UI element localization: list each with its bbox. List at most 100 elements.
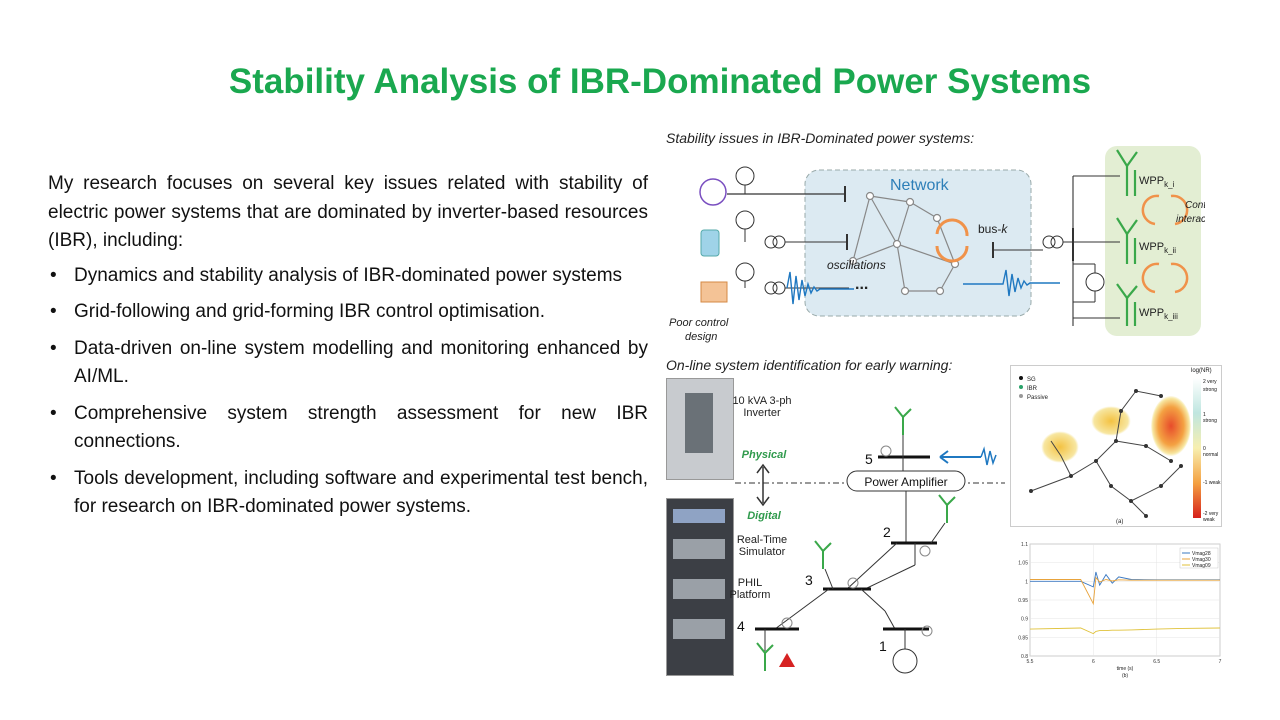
poor-control-label: Poor control bbox=[669, 317, 729, 329]
y-tick-label: 0.95 bbox=[1018, 598, 1028, 604]
bus-k-label: bus-k bbox=[978, 222, 1008, 236]
bullet-item: Tools development, including software an… bbox=[48, 465, 648, 522]
phil-label-line: PHIL bbox=[737, 577, 763, 589]
transformer-icon bbox=[1050, 235, 1064, 249]
map-node bbox=[1129, 499, 1133, 503]
ac-source-icon bbox=[735, 166, 755, 186]
digital-label: Digital bbox=[747, 510, 781, 522]
current-source-icon bbox=[1085, 272, 1105, 292]
network-node bbox=[932, 213, 942, 223]
monitor-icon bbox=[880, 445, 892, 457]
sync-generator-icon bbox=[699, 178, 727, 206]
legend-label: Vmag09 bbox=[1192, 563, 1211, 569]
chart-sublabel: (b) bbox=[1122, 673, 1128, 679]
series-line bbox=[1029, 627, 1221, 635]
colorbar-title: log(NR) bbox=[1191, 368, 1212, 374]
wpp-label: WPPk_ii bbox=[1139, 241, 1176, 255]
control-interactions-label: Control bbox=[1185, 200, 1205, 211]
rts-label-line: Real-Time bbox=[736, 534, 788, 546]
legend-label: SG bbox=[1027, 377, 1036, 383]
bullet-item: Comprehensive system strength assessment… bbox=[48, 400, 648, 457]
wind-turbine-icon bbox=[1116, 283, 1138, 326]
ellipsis-label: ... bbox=[855, 276, 868, 293]
colorbar-label: -1 weak bbox=[1203, 480, 1221, 486]
warning-icon bbox=[779, 653, 795, 667]
perturbation-wave-icon bbox=[980, 446, 997, 466]
oscillation-wave bbox=[786, 271, 854, 305]
x-tick-label: 6 bbox=[1092, 659, 1095, 665]
transformer-icon bbox=[1042, 235, 1056, 249]
y-tick-label: 0.85 bbox=[1018, 635, 1028, 641]
transformer-icon bbox=[764, 281, 778, 295]
network-graph bbox=[852, 195, 956, 292]
inverter-photo bbox=[666, 378, 734, 480]
y-tick-label: 1 bbox=[1025, 579, 1028, 585]
x-axis-label: time (s) bbox=[1117, 666, 1134, 672]
rts-label-line: Simulator bbox=[738, 546, 786, 558]
map-node bbox=[1159, 484, 1163, 488]
wind-turbine-icon bbox=[756, 642, 774, 671]
map-node bbox=[1069, 474, 1073, 478]
up-down-arrow-icon bbox=[756, 463, 770, 507]
stability-issues-diagram: Network oscillations ... Poor bbox=[669, 146, 1205, 343]
network-label: Network bbox=[890, 177, 950, 194]
y-tick-label: 1.1 bbox=[1021, 542, 1028, 548]
x-tick-label: 6.5 bbox=[1153, 659, 1160, 665]
control-interaction-arrows-icon bbox=[1141, 194, 1189, 294]
network-node bbox=[905, 197, 915, 207]
transformer-icon bbox=[764, 235, 778, 249]
map-node bbox=[1144, 444, 1148, 448]
power-amplifier-label: Power Amplifier bbox=[864, 475, 947, 489]
legend-sg-marker bbox=[1019, 376, 1023, 380]
bullet-item: Data-driven on-line system modelling and… bbox=[48, 335, 648, 392]
body-text: My research focuses on several key issue… bbox=[48, 170, 648, 530]
colorbar bbox=[1193, 378, 1201, 518]
intro-paragraph: My research focuses on several key issue… bbox=[48, 173, 648, 251]
interaction-arrows-icon bbox=[935, 218, 969, 263]
wpp-panel bbox=[1105, 146, 1201, 336]
map-node bbox=[1109, 484, 1113, 488]
phil-label: PHIL Platform bbox=[722, 577, 778, 601]
monitor-icon bbox=[921, 625, 933, 637]
sync-generator-icon bbox=[892, 648, 918, 674]
map-node bbox=[1029, 489, 1033, 493]
map-network: SG IBR Passive (a) bbox=[1019, 376, 1183, 525]
top-figure-caption: Stability issues in IBR-Dominated power … bbox=[666, 130, 975, 146]
legend-label: Vmag28 bbox=[1192, 551, 1211, 557]
map-node bbox=[1179, 464, 1183, 468]
y-tick-label: 0.9 bbox=[1021, 617, 1028, 623]
inverter-label: 10 kVA 3-ph Inverter bbox=[722, 395, 802, 419]
oscillations-label: oscillations bbox=[827, 258, 886, 272]
monitor-icon bbox=[847, 577, 859, 589]
slide-title: Stability Analysis of IBR-Dominated Powe… bbox=[228, 62, 1092, 101]
rts-label: Real-Time Simulator bbox=[722, 534, 802, 558]
map-node bbox=[1119, 409, 1123, 413]
simulator-photo bbox=[666, 498, 734, 676]
wpp-label: WPPk_i bbox=[1139, 175, 1175, 189]
wind-turbine-icon bbox=[1116, 217, 1138, 264]
current-source-icon bbox=[735, 262, 755, 282]
bus-number: 2 bbox=[883, 524, 891, 540]
transformer-icon bbox=[772, 281, 786, 295]
bus-number: 5 bbox=[865, 451, 873, 467]
monitor-icon bbox=[919, 545, 931, 557]
map-node bbox=[1159, 394, 1163, 398]
system-strength-map: SG IBR Passive (a) log(NR) 2 very strong… bbox=[1010, 365, 1222, 527]
colorbar-label: 2 very strong bbox=[1203, 379, 1217, 393]
legend-ibr-marker bbox=[1019, 385, 1023, 389]
arrow-left-icon bbox=[939, 450, 949, 464]
bus-number: 1 bbox=[879, 638, 887, 654]
monitor-icon bbox=[781, 617, 793, 629]
legend-label: Vmag30 bbox=[1192, 557, 1211, 563]
network-box bbox=[804, 169, 1032, 317]
control-interactions-label: interactions bbox=[1176, 214, 1205, 225]
battery-icon bbox=[700, 229, 720, 257]
map-sublabel: (a) bbox=[1116, 519, 1123, 525]
network-node bbox=[865, 191, 875, 201]
inverter-label-line: Inverter bbox=[743, 407, 781, 419]
map-node bbox=[1144, 514, 1148, 518]
map-node bbox=[1094, 459, 1098, 463]
map-node bbox=[1169, 459, 1173, 463]
bullet-item: Dynamics and stability analysis of IBR-d… bbox=[48, 262, 648, 291]
